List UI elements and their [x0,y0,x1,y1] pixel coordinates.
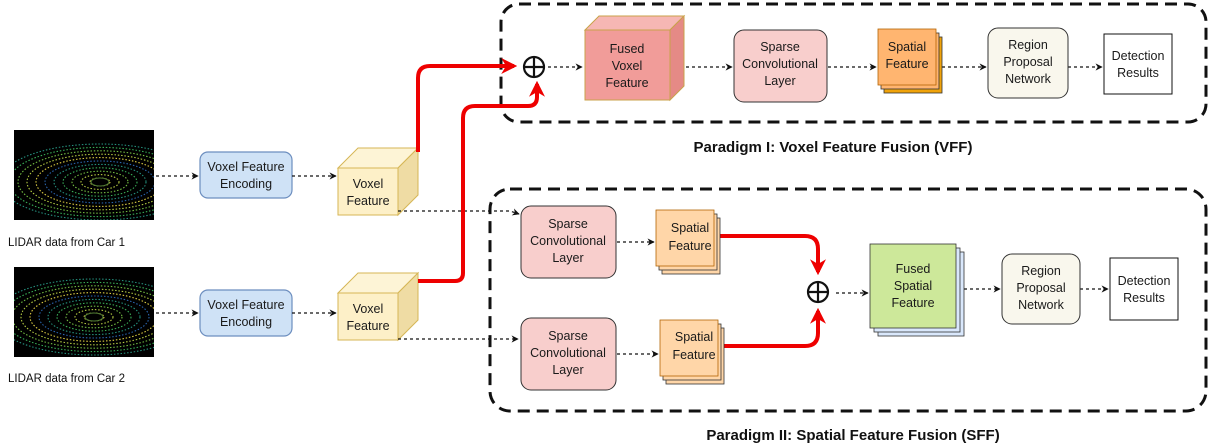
p1-detection-results[interactable]: Detection Results [1103,33,1173,95]
fusion-symbol-sff [806,280,830,304]
p2-sparse-conv-layer-2[interactable]: Sparse Convolutional Layer [520,317,617,391]
p2-rpn-line3: Network [1018,298,1065,312]
p1-sparse-line3: Layer [764,74,795,88]
p2-sparse2-line3: Layer [552,363,583,377]
fused-spatial-line2: Spatial [894,279,932,293]
p1-result-line1: Detection [1112,49,1165,63]
p1-rpn-line1: Region [1008,38,1048,52]
p2-sparse1-line1: Sparse [548,217,588,231]
p1-spatial-line2: Feature [885,57,928,71]
voxel-feature-car2[interactable]: Voxel Feature [336,271,420,342]
fused-voxel-line3: Feature [605,76,648,90]
lidar-ring [62,167,138,197]
lidar-ring [14,285,154,349]
encoding2-line1: Voxel Feature [207,298,284,312]
fusion-symbol-vff [522,55,546,79]
fused-voxel-line2: Voxel [612,59,643,73]
p1-rpn-line3: Network [1005,72,1052,86]
lidar-ring [47,298,141,336]
voxel-encoding-car1[interactable]: Voxel Feature Encoding [199,151,293,199]
p2-rpn-line1: Region [1021,264,1061,278]
lidar-ring [71,170,129,194]
fused-spatial-line3: Feature [891,296,934,310]
p1-spatial-line1: Spatial [888,40,926,54]
voxel1-line2: Feature [346,194,389,208]
paradigm1-caption: Paradigm I: Voxel Feature Fusion (VFF) [694,139,973,156]
p1-result-line2: Results [1117,66,1159,80]
lidar-ring [80,174,120,190]
p1-region-proposal-network[interactable]: Region Proposal Network [987,27,1069,99]
voxel2-line2: Feature [346,319,389,333]
fusion-arrows [416,58,826,348]
lidar-image-car2 [14,267,154,357]
p1-sparse-line2: Convolutional [742,57,818,71]
voxel-encoding-car2[interactable]: Voxel Feature Encoding [199,289,293,337]
paradigm1-frame [499,2,1208,124]
p2-spatial2-line1: Spatial [675,330,713,344]
lidar-ring [29,292,154,342]
p2-spatial1-line1: Spatial [671,221,709,235]
encoding1-line1: Voxel Feature [207,160,284,174]
paradigm2-caption: Paradigm II: Spatial Feature Fusion (SFF… [706,427,999,444]
lidar-ego-car [84,312,104,322]
paradigm2-frame [488,187,1208,413]
fused-spatial-feature[interactable]: Fused Spatial Feature [869,243,965,337]
lidar-ring [17,150,154,214]
p1-rpn-line2: Proposal [1003,55,1052,69]
lidar-image-car1 [14,130,154,220]
lidar-ring [14,281,154,353]
p1-spatial-feature[interactable]: Spatial Feature [877,28,943,94]
lidar-ring [38,295,150,339]
p1-sparse-line1: Sparse [760,40,800,54]
voxel1-line1: Voxel [353,177,384,191]
fused-voxel-feature[interactable]: Fused Voxel Feature [583,14,686,102]
lidar-ring [74,309,114,325]
p2-spatial-feature-2[interactable]: Spatial Feature [659,319,725,385]
voxel-feature-car1[interactable]: Voxel Feature [336,146,420,217]
lidar-ring [26,153,154,211]
fused-spatial-line1: Fused [896,262,931,276]
lidar-ego-car [90,177,110,187]
encoding1-line2: Encoding [220,177,272,191]
car2-caption: LIDAR data from Car 2 [8,373,125,385]
p2-rpn-line2: Proposal [1016,281,1065,295]
lidar-ring [56,302,132,332]
lidar-ring [35,157,154,207]
lidar-ring [53,163,147,201]
p2-spatial2-line2: Feature [672,348,715,362]
p2-spatial-feature-1[interactable]: Spatial Feature [655,209,721,275]
lidar-ring [65,305,123,329]
p2-result-line1: Detection [1118,274,1171,288]
p2-detection-results[interactable]: Detection Results [1109,257,1179,321]
p2-region-proposal-network[interactable]: Region Proposal Network [1001,253,1081,325]
lidar-ring [14,278,154,356]
p2-sparse2-line1: Sparse [548,329,588,343]
flow-arrows [156,63,1109,358]
car1-caption: LIDAR data from Car 1 [8,237,125,249]
p2-sparse2-line2: Convolutional [530,346,606,360]
p2-sparse1-line2: Convolutional [530,234,606,248]
voxel2-line1: Voxel [353,302,384,316]
lidar-ring [14,143,154,220]
p2-sparse-conv-layer-1[interactable]: Sparse Convolutional Layer [520,205,617,279]
p2-result-line2: Results [1123,291,1165,305]
p1-sparse-conv-layer[interactable]: Sparse Convolutional Layer [733,29,828,103]
encoding2-line2: Encoding [220,315,272,329]
p2-spatial1-line2: Feature [668,239,711,253]
lidar-ring [20,288,154,346]
fused-voxel-line1: Fused [610,42,645,56]
lidar-ring [14,146,154,218]
p2-sparse1-line3: Layer [552,251,583,265]
